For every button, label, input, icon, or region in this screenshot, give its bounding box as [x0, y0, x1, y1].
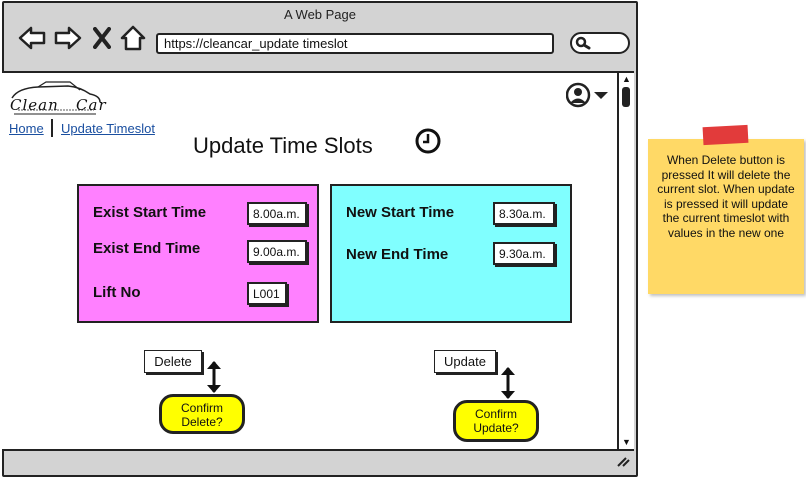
- lift-no-label: Lift No: [93, 284, 141, 301]
- exist-end-field[interactable]: 9.00a.m.: [247, 240, 307, 263]
- resize-grip-icon[interactable]: [614, 454, 630, 472]
- user-icon: [565, 82, 591, 108]
- new-slot-panel: New Start Time 8.30a.m. New End Time 9.3…: [330, 184, 572, 323]
- search-input[interactable]: [570, 32, 630, 54]
- existing-slot-panel: Exist Start Time 8.00a.m. Exist End Time…: [77, 184, 319, 323]
- confirm-update-line1: Confirm: [474, 407, 517, 421]
- search-icon: [575, 36, 591, 55]
- clock-icon: [415, 128, 443, 161]
- confirm-update-line2: Update?: [473, 421, 519, 435]
- new-end-field[interactable]: 9.30a.m.: [493, 242, 555, 265]
- window-title: A Web Page: [283, 7, 357, 22]
- back-icon[interactable]: [18, 25, 46, 56]
- logo-text: Clean Car: [10, 96, 107, 114]
- breadcrumb-separator: [51, 119, 53, 137]
- new-start-field[interactable]: 8.30a.m.: [493, 202, 555, 225]
- confirm-delete-line2: Delete?: [181, 415, 223, 429]
- scroll-thumb[interactable]: [622, 87, 630, 107]
- close-icon[interactable]: [93, 27, 111, 54]
- scroll-down-icon[interactable]: ▼: [622, 437, 631, 447]
- forward-icon[interactable]: [54, 25, 82, 56]
- double-arrow-icon: [204, 358, 224, 401]
- scroll-up-icon[interactable]: ▲: [622, 74, 631, 84]
- sticky-note: When Delete button is pressed It will de…: [648, 139, 804, 294]
- exist-end-label: Exist End Time: [93, 240, 201, 257]
- address-bar[interactable]: https://cleancar_update timeslot: [156, 33, 554, 54]
- status-bar: [2, 453, 634, 473]
- exist-start-label: Exist Start Time: [93, 204, 207, 221]
- sticky-note-tape: [702, 124, 749, 146]
- confirm-delete-line1: Confirm: [180, 401, 223, 415]
- chevron-down-icon: [594, 92, 608, 99]
- lift-no-field[interactable]: L001: [247, 282, 287, 305]
- vertical-scrollbar[interactable]: ▲ ▼: [617, 71, 634, 451]
- logo-car-icon: [8, 80, 103, 116]
- exist-start-field[interactable]: 8.00a.m.: [247, 202, 307, 225]
- double-arrow-icon: [498, 364, 518, 407]
- new-end-label: New End Time: [346, 246, 449, 263]
- confirm-update-button[interactable]: Confirm Update?: [453, 400, 539, 442]
- update-button[interactable]: Update: [434, 350, 496, 373]
- confirm-delete-button[interactable]: Confirm Delete?: [159, 394, 245, 434]
- user-menu[interactable]: [565, 82, 612, 115]
- new-start-label: New Start Time: [346, 204, 455, 221]
- delete-button[interactable]: Delete: [144, 350, 202, 373]
- breadcrumb-home[interactable]: Home: [9, 121, 44, 136]
- page-title: Update Time Slots: [193, 133, 373, 158]
- breadcrumb-update-timeslot[interactable]: Update Timeslot: [61, 121, 155, 136]
- home-icon[interactable]: [120, 25, 146, 56]
